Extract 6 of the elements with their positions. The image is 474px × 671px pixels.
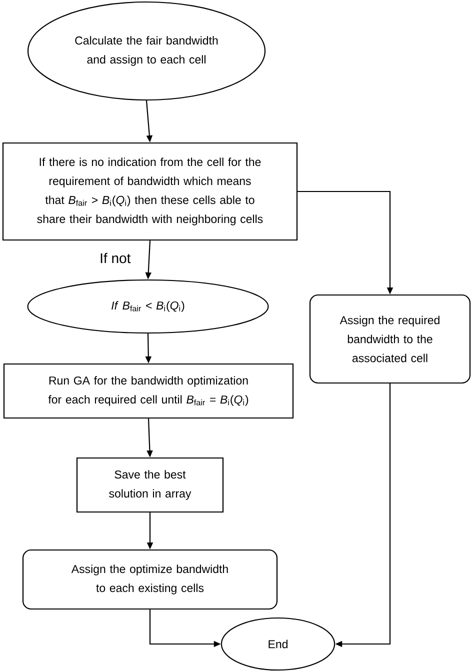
process-box: Assign the required bandwidth to the associated cell bbox=[309, 294, 471, 384]
edge-label: If not bbox=[100, 252, 131, 264]
process-box: Assign the optimize bandwidth to each existing cells bbox=[22, 549, 278, 610]
decision-box: If there is no indication from the cell for the requirement of bandwidth which means that B$_{fair}$ > B$_{i}$(Q$_{i}$) then these cells able to share their bandwidth with neighboring cells bbox=[2, 142, 298, 241]
process-box: Run GA for the bandwidth optimization for each required cell until B$_{fair}$ = B$_{i}$(Q$_{i}$) bbox=[3, 363, 294, 419]
process-box: Save the best solution in array bbox=[76, 457, 224, 513]
